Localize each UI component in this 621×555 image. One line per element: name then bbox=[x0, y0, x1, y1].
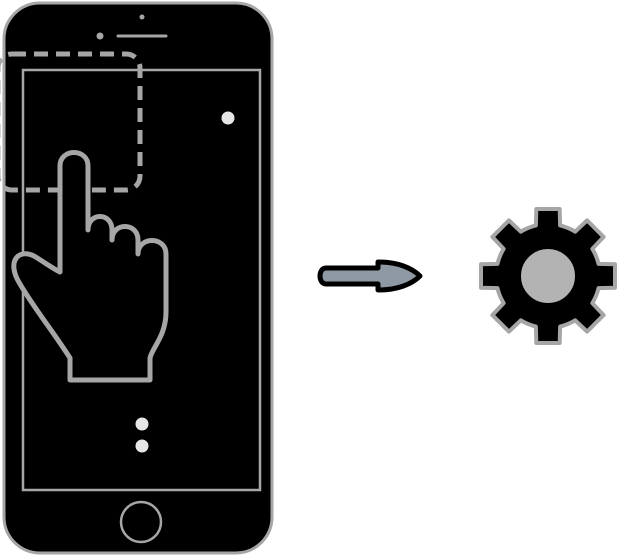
gear-center-hole bbox=[515, 243, 581, 309]
tapping-hand-icon bbox=[11, 150, 169, 383]
dashed-tap-area-icon bbox=[0, 51, 143, 193]
proximity-sensor-dot bbox=[96, 32, 104, 40]
screen-dot-lower-1 bbox=[135, 417, 149, 431]
right-arrow-icon bbox=[317, 259, 423, 293]
screen-dot-lower-2 bbox=[135, 439, 149, 453]
front-camera-icon bbox=[139, 14, 145, 20]
gear-icon bbox=[479, 207, 617, 345]
screen-dot-top-right bbox=[221, 111, 235, 125]
home-button-icon bbox=[119, 500, 163, 544]
